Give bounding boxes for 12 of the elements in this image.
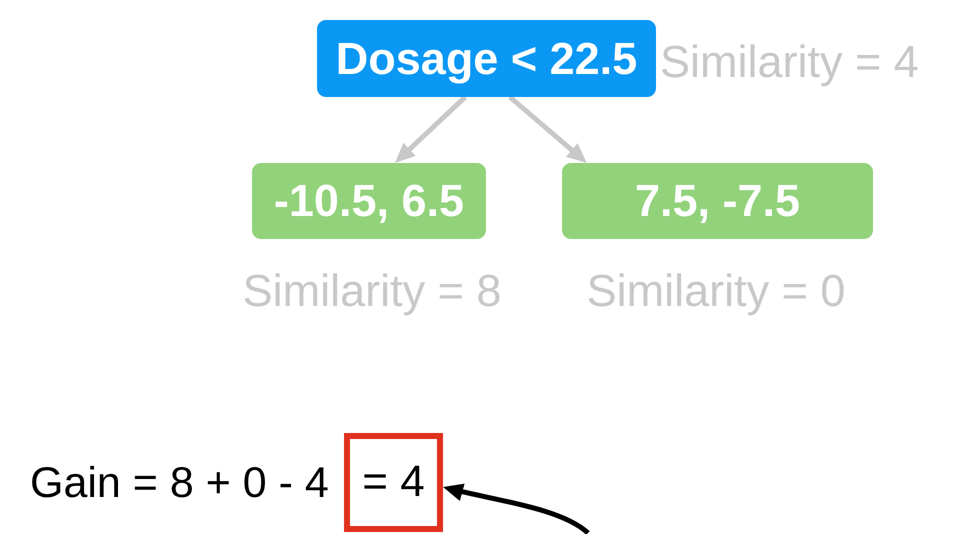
arrow [508, 95, 588, 165]
arrow [393, 95, 467, 165]
condition-text: Dosage < 22.5 [336, 34, 638, 84]
highlight-frame [344, 433, 443, 532]
gain-formula: Gain = 8 + 0 - 4 [30, 458, 329, 508]
result-text: = 4 [362, 458, 425, 507]
arrow [442, 483, 590, 534]
leaf-box [562, 163, 873, 239]
leaf-box [252, 163, 486, 239]
condition-box [317, 20, 656, 97]
residuals-text: -10.5, 6.5 [274, 176, 464, 226]
residuals-text: 7.5, -7.5 [634, 176, 800, 226]
